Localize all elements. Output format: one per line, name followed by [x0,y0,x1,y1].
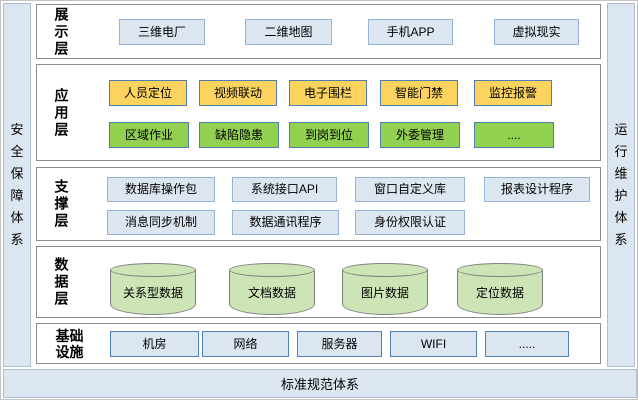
layer-box: ..... [485,331,569,357]
cylinder-top [110,263,196,277]
cylinder-top [457,263,543,277]
cylinder-body [229,270,315,315]
layer-box: 区域作业 [109,122,189,148]
layer-support: 支撑层 数据库操作包 系统接口API 窗口自定义库 报表设计程序 消息同步机制 … [36,167,601,241]
layer-box: 缺陷隐患 [199,122,279,148]
cylinder-label: 定位数据 [475,286,524,300]
layer-box: 监控报警 [474,80,552,106]
layer-label-infrastructure: 基础设施 [55,327,84,360]
layer-label-presentation: 展示层 [54,6,69,56]
layer-box: WIFI [390,331,477,357]
cylinder-top [342,263,428,277]
layer-box: 系统接口API [232,177,337,202]
layer-box: 报表设计程序 [484,177,590,202]
database-cylinder: 图片数据 [342,263,428,315]
layer-data: 数据层 关系型数据 文档数据 图片数据 定位数据 [36,246,601,318]
layer-box: 外委管理 [380,122,460,148]
layer-label-data: 数据层 [54,256,69,307]
layer-box: 二维地图 [245,19,332,45]
cylinder-body [342,270,428,315]
cylinder-top [229,263,315,277]
layer-box: 视频联动 [199,80,277,106]
database-cylinder: 定位数据 [457,263,543,315]
layer-box: 智能门禁 [380,80,458,106]
layer-box: 机房 [110,331,199,357]
layer-box: 手机APP [368,19,453,45]
cylinder-label: 文档数据 [247,286,296,300]
bottom-bar-label: 标准规范体系 [280,377,359,392]
layer-label-application: 应用层 [54,87,69,137]
layer-box: 人员定位 [109,80,187,106]
layer-box: .... [474,122,554,148]
right-sidebar-operations-system: 运行维护体系 [607,3,635,367]
cylinder-body [110,270,196,315]
database-cylinder: 文档数据 [229,263,315,315]
right-sidebar-label: 运行维护体系 [614,122,628,247]
left-sidebar-security-system: 安全保障体系 [3,3,31,367]
layer-infrastructure: 基础设施 机房 网络 服务器 WIFI ..... [36,323,601,364]
layer-box: 身份权限认证 [355,210,465,235]
layer-box: 虚拟现实 [494,19,579,45]
layer-box: 消息同步机制 [107,210,215,235]
layer-box: 数据库操作包 [107,177,215,202]
bottom-bar-standards-system: 标准规范体系 [3,369,637,398]
layer-label-support: 支撑层 [54,178,69,229]
layer-box: 网络 [202,331,289,357]
left-sidebar-label: 安全保障体系 [10,122,24,247]
layer-box: 数据通讯程序 [232,210,339,235]
cylinder-label: 关系型数据 [122,286,183,300]
layer-box: 窗口自定义库 [355,177,465,202]
cylinder-body [457,270,543,315]
layer-box: 电子围栏 [289,80,367,106]
layer-box: 到岗到位 [289,122,369,148]
layer-box: 服务器 [297,331,382,357]
layer-presentation: 展示层 三维电厂 二维地图 手机APP 虚拟现实 [36,4,601,59]
layer-box: 三维电厂 [119,19,205,45]
layer-application: 应用层 人员定位 视频联动 电子围栏 智能门禁 监控报警 区域作业 缺陷隐患 到… [36,64,601,161]
database-cylinder: 关系型数据 [110,263,196,315]
cylinder-label: 图片数据 [360,286,409,300]
